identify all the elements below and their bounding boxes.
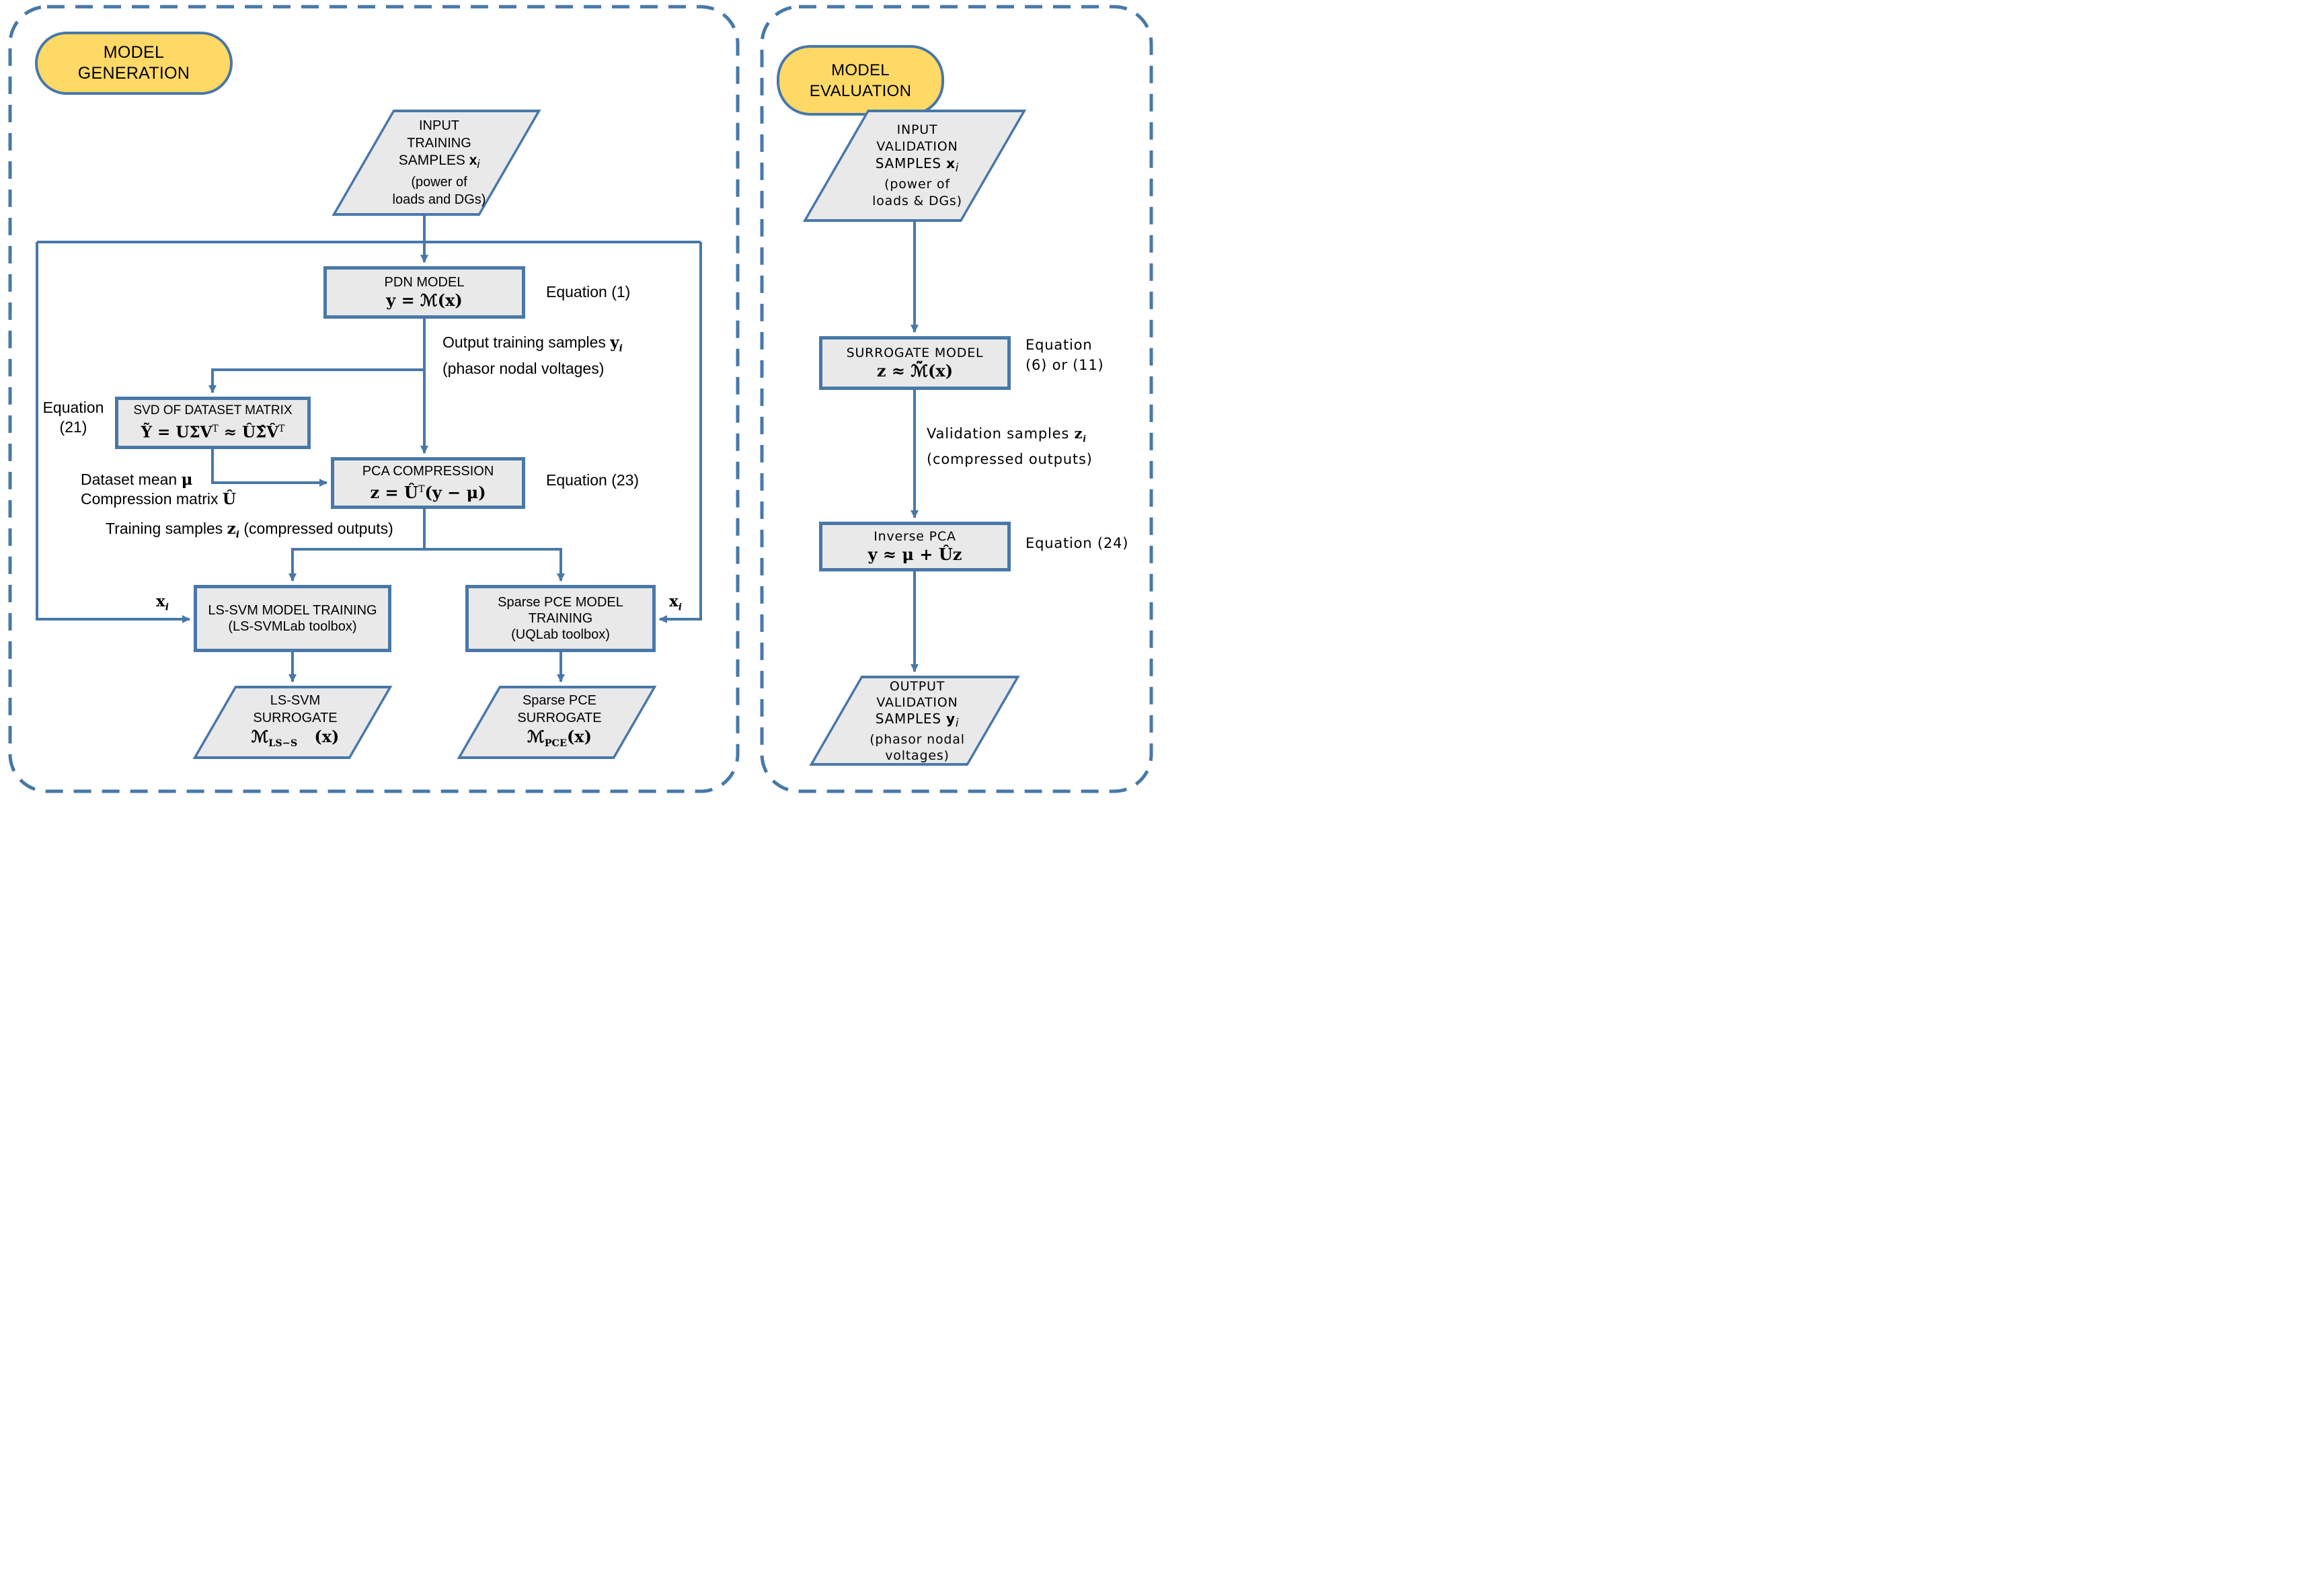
lssvm-surrogate-formula: ℳLS−S (x)	[251, 726, 340, 749]
inverse-pca-title: Inverse PCA	[874, 529, 956, 544]
input-validation-line: (power of	[884, 177, 950, 192]
connector-layer	[8, 5, 1153, 793]
xi-label-right: xi	[669, 592, 682, 613]
input-training-line: loads and DGs)	[392, 192, 486, 207]
model-evaluation-badge: MODEL EVALUATION	[777, 45, 944, 116]
equation-23-label: Equation (23)	[546, 471, 640, 489]
svd-formula: Ỹ = UΣVT ≈ ÛΣ̂V̂T	[141, 423, 285, 442]
pce-surrogate-line: SURROGATE	[517, 710, 602, 725]
output-training-samples-line: Output training samples yi	[442, 333, 623, 354]
equation-6-11-label: Equation (6) or (11)	[1026, 335, 1104, 375]
equation-6-11-line: Equation	[1026, 337, 1093, 353]
svd-outputs-label: Dataset mean μ Compression matrix Û	[81, 470, 236, 509]
connector-xi-to-lssvm	[36, 242, 190, 623]
lssvm-training-line: (LS-SVMLab toolbox)	[228, 619, 357, 634]
training-samples-z-label: Training samples zi (compressed outputs)	[106, 520, 393, 541]
pce-training-line: Sparse PCE MODEL	[498, 595, 623, 610]
pce-surrogate-formula: ℳPCE(x)	[527, 726, 592, 749]
equation-6-11-line: (6) or (11)	[1026, 357, 1104, 373]
pce-training-line: (UQLab toolbox)	[511, 627, 610, 642]
output-validation-line: voltages)	[885, 748, 950, 763]
validation-samples-line: (compressed outputs)	[927, 451, 1093, 468]
pca-formula: z = ÛT(y − μ)	[370, 483, 486, 502]
model-generation-badge-label: MODEL GENERATION	[77, 43, 190, 83]
output-validation-line: SAMPLES yi	[875, 710, 960, 729]
model-evaluation-badge-label: MODEL EVALUATION	[809, 61, 912, 100]
output-training-samples-label: Output training samples yi (phasor nodal…	[442, 333, 623, 378]
connector-svd-to-pca	[211, 449, 327, 487]
inverse-pca-node: Inverse PCA y ≈ μ + Ûz	[819, 522, 1011, 571]
svd-outputs-line: Dataset mean μ	[81, 471, 193, 489]
output-validation-line: (phasor nodal	[869, 731, 965, 747]
lssvm-surrogate-node: LS-SVM SURROGATE ℳLS−S (x)	[192, 686, 393, 759]
output-validation-samples-node: OUTPUT VALIDATION SAMPLES yi (phasor nod…	[809, 676, 1020, 766]
surrogate-model-title: SURROGATE MODEL	[846, 346, 984, 360]
pce-surrogate-node: Sparse PCE SURROGATE ℳPCE(x)	[457, 686, 657, 759]
surrogate-model-formula: z ≈ ℳ̃(x)	[876, 361, 954, 381]
output-training-samples-line: (phasor nodal voltages)	[442, 359, 605, 377]
validation-samples-line: Validation samples zi	[927, 425, 1087, 444]
lssvm-surrogate-line: LS-SVM	[270, 692, 321, 708]
equation-21-line: Equation	[42, 399, 104, 416]
lssvm-surrogate-line: SURROGATE	[253, 710, 338, 725]
pca-title: PCA COMPRESSION	[362, 464, 494, 479]
input-training-line: INPUT	[419, 118, 459, 134]
model-generation-badge: MODEL GENERATION	[35, 32, 233, 95]
model-generation-panel	[8, 5, 740, 793]
surrogate-model-node: SURROGATE MODEL z ≈ ℳ̃(x)	[819, 336, 1011, 390]
flowchart: MODEL GENERATION MODEL EVALUATION INPUT …	[0, 0, 1160, 798]
connector-to-svd	[208, 368, 424, 393]
pdn-model-title: PDN MODEL	[384, 275, 465, 290]
lssvm-training-line: LS-SVM MODEL TRAINING	[208, 603, 377, 618]
xi-label-left: xi	[156, 592, 169, 613]
equation-21-line: (21)	[59, 418, 87, 436]
input-training-samples-node: INPUT TRAINING SAMPLES xi (power of load…	[332, 110, 541, 216]
input-training-line: SAMPLES xi	[398, 153, 480, 171]
inverse-pca-formula: y ≈ μ + Ûz	[867, 545, 962, 564]
svd-title: SVD OF DATASET MATRIX	[133, 403, 293, 418]
pdn-model-formula: y = ℳ(x)	[386, 290, 463, 310]
connector-xi-to-pce	[659, 242, 702, 623]
svd-outputs-line: Compression matrix Û	[81, 490, 236, 508]
lssvm-training-node: LS-SVM MODEL TRAINING (LS-SVMLab toolbox…	[194, 585, 391, 652]
pce-surrogate-line: Sparse PCE	[522, 692, 597, 708]
pce-training-line: TRAINING	[528, 611, 593, 626]
output-validation-line: OUTPUT	[889, 678, 945, 694]
equation-24-label: Equation (24)	[1026, 535, 1129, 551]
svd-node: SVD OF DATASET MATRIX Ỹ = UΣVT ≈ ÛΣ̂V̂T	[115, 397, 311, 449]
input-training-line: TRAINING	[407, 136, 471, 151]
input-validation-line: SAMPLES xi	[875, 155, 960, 174]
equation-21-label: Equation (21)	[34, 398, 113, 437]
output-validation-line: VALIDATION	[876, 694, 958, 710]
input-training-line: (power of	[411, 174, 467, 190]
validation-samples-label: Validation samples zi (compressed output…	[927, 424, 1093, 469]
equation-1-label: Equation (1)	[546, 283, 631, 301]
pce-training-node: Sparse PCE MODEL TRAINING (UQLab toolbox…	[465, 585, 656, 652]
input-validation-line: VALIDATION	[876, 139, 958, 154]
model-evaluation-panel	[760, 5, 1153, 793]
input-validation-samples-node: INPUT VALIDATION SAMPLES xi (power of lo…	[802, 110, 1027, 222]
pdn-model-node: PDN MODEL y = ℳ(x)	[323, 266, 525, 319]
input-validation-line: INPUT	[896, 122, 938, 137]
pca-compression-node: PCA COMPRESSION z = ÛT(y − μ)	[331, 457, 525, 509]
input-validation-line: loads & DGs)	[872, 194, 962, 208]
